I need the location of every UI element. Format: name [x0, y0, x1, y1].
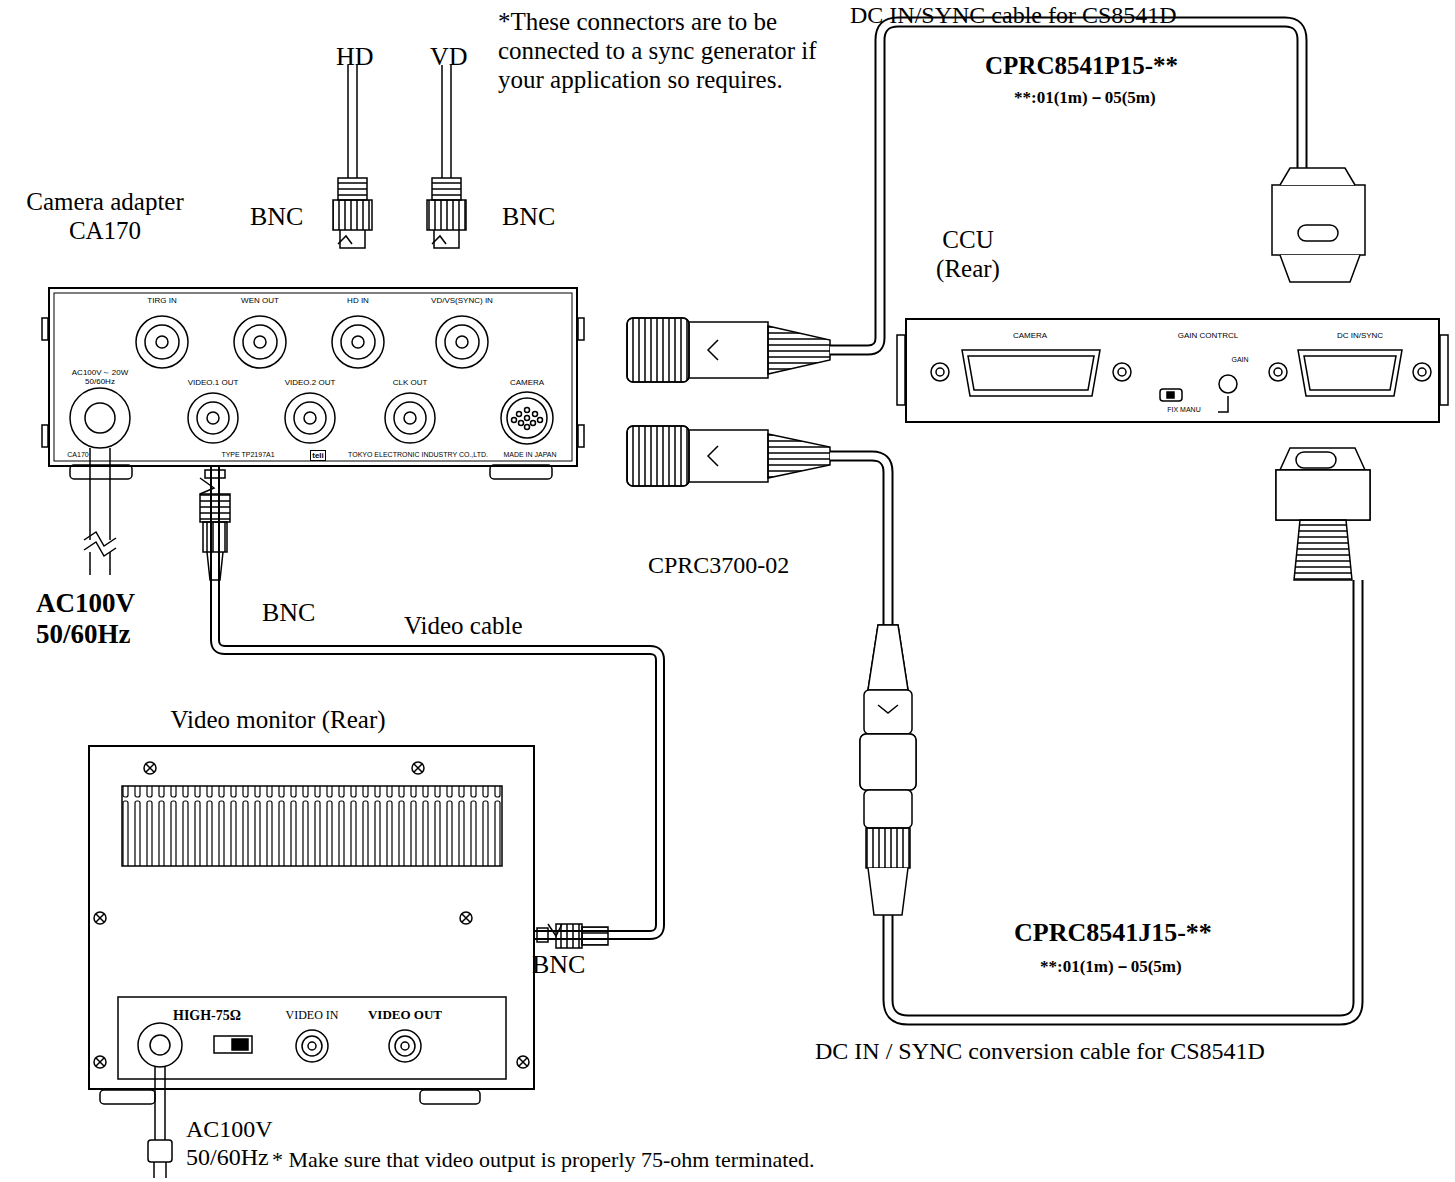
panel-label: VIDEO.1 OUT [188, 378, 239, 387]
note-label: VD [430, 42, 468, 72]
d-sub-plug [1272, 168, 1365, 282]
panel-label: HIGH-75Ω [173, 1008, 241, 1024]
panel-label: AC100V～ 20W 50/60Hz [66, 368, 134, 386]
panel-label: TOKYO ELECTRONIC INDUSTRY CO.,LTD. [348, 451, 488, 459]
bnc-plug [537, 924, 608, 948]
cable [830, 456, 888, 625]
note-label: AC100V 50/60Hz [186, 1116, 286, 1171]
node-heading: Video monitor (Rear) [170, 706, 385, 735]
note-label: AC100V 50/60Hz [36, 588, 186, 650]
panel-label: FIX MANU [1167, 406, 1200, 414]
note-label: DC IN/SYNC cable for CS8541D [850, 2, 1177, 30]
hd-cable [333, 65, 372, 248]
foot [490, 465, 552, 479]
cable-part-number: CPRC3700-02 [648, 552, 789, 580]
d-sub-plug [1276, 448, 1370, 580]
panel-label: TYPE TP2197A1 [221, 451, 274, 459]
note-label: **:01(1m)－05(5m) [1014, 88, 1156, 108]
camera-adapter: Camera adapter CA170TIRG INWEN OUTHD INV… [48, 287, 578, 467]
panel-label: DC IN/SYNC [1337, 331, 1383, 340]
gain-switch [1160, 389, 1182, 401]
d-sub-socket [931, 350, 1431, 396]
edge-label: Video cable [402, 612, 525, 641]
note-label: *These connectors are to be connected to… [498, 8, 843, 94]
gain-knob [1219, 375, 1237, 393]
cable [830, 22, 1302, 350]
cord-grommet [138, 1023, 182, 1067]
connector-type: BNC [250, 202, 303, 232]
cable [888, 580, 1358, 1020]
connector-type: BNC [532, 950, 585, 980]
note-label: DC IN / SYNC conversion cable for CS8541… [815, 1038, 1265, 1066]
panel-label: teli [310, 450, 326, 461]
bnc-plug [200, 470, 230, 580]
bnc-jack [296, 1030, 328, 1062]
panel-label: CA170 [67, 451, 88, 459]
note-label: **:01(1m)－05(5m) [1040, 957, 1182, 977]
panel-label: VIDEO OUT [368, 1008, 442, 1023]
cord-grommet [70, 388, 130, 448]
connector-type: BNC [502, 202, 555, 232]
panel-label: WEN OUT [241, 296, 279, 305]
bnc-jack [136, 316, 488, 443]
panel-label: GAIN [1231, 356, 1248, 364]
panel-label: CLK OUT [393, 378, 428, 387]
note-label: HD [336, 42, 374, 72]
panel-label: HD IN [347, 296, 369, 305]
vd-cable [427, 65, 466, 248]
panel-label: MADE IN JAPAN [503, 451, 556, 459]
node-heading: CCU (Rear) [908, 226, 1028, 284]
power-cord [148, 1050, 172, 1178]
foot [70, 465, 132, 479]
panel-label: CAMERA [1013, 331, 1047, 340]
panel-label: TIRG IN [147, 296, 176, 305]
inline-connector [860, 625, 916, 915]
vent-slots [122, 786, 502, 866]
node-heading: Camera adapter CA170 [0, 188, 220, 246]
panel-label: VIDEO.2 OUT [285, 378, 336, 387]
round-connector [627, 426, 830, 486]
panel-label: VIDEO IN [286, 1009, 339, 1023]
video-monitor: Video monitor (Rear)HIGH-75ΩVIDEO INVIDE… [88, 745, 535, 1090]
round-connector [627, 318, 830, 382]
note-label: * Make sure that video output is properl… [272, 1147, 815, 1172]
panel-label: CAMERA [510, 378, 544, 387]
connector-type: BNC [262, 598, 315, 628]
ccu: CCU (Rear)CAMERAGAIN CONTRCLGAINFIX MANU… [905, 318, 1440, 423]
power-cord [84, 448, 116, 575]
panel-label: VD/VS(SYNC) IN [431, 296, 493, 305]
screw [94, 762, 529, 1068]
impedance-switch [214, 1036, 252, 1053]
panel-label: GAIN CONTRCL [1178, 331, 1238, 340]
bnc-jack [389, 1030, 421, 1062]
cable-part-number: CPRC8541J15-** [1014, 918, 1212, 948]
camera-connector [501, 392, 553, 444]
cable-part-number: CPRC8541P15-** [985, 52, 1178, 81]
